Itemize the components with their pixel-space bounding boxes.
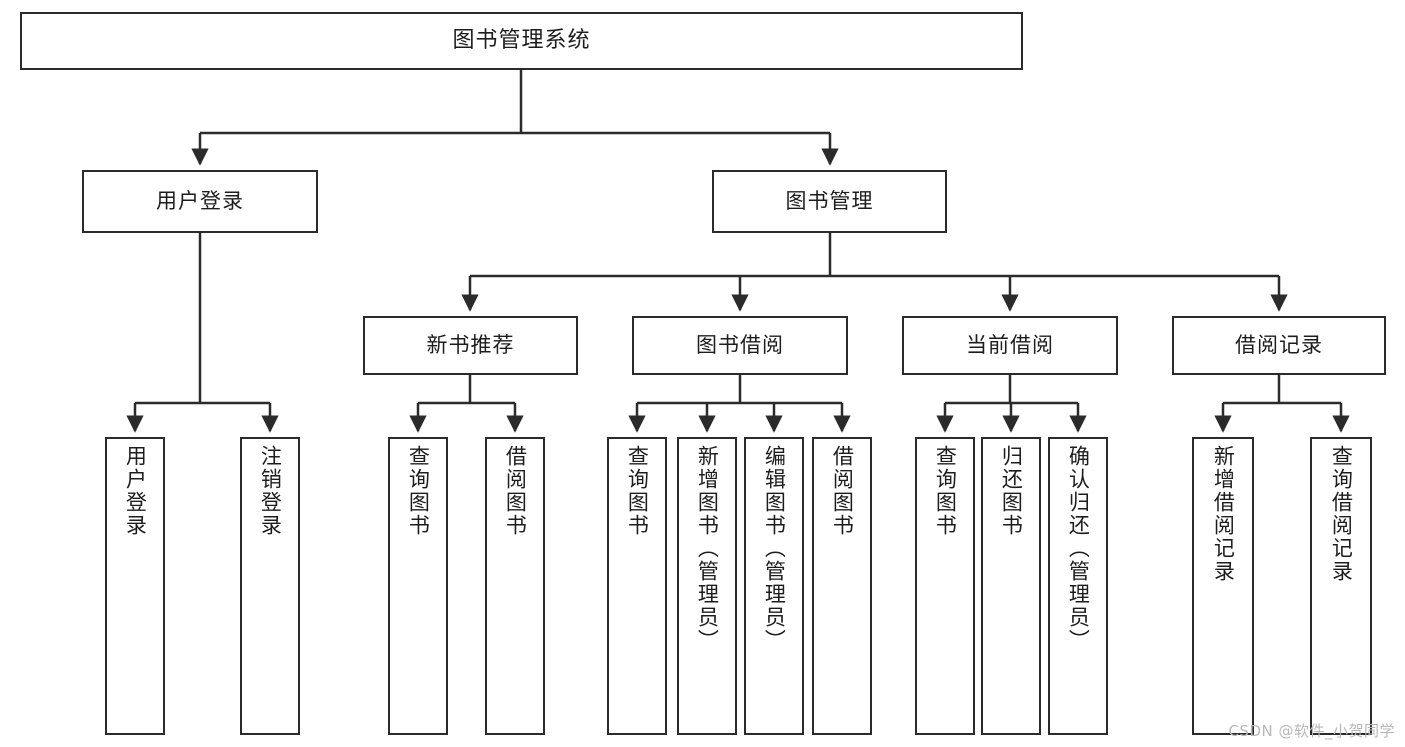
leaf-label: 查询图书 <box>625 445 650 537</box>
leaf-node[interactable]: 归还图书 <box>981 437 1041 735</box>
node-new-book-recommend[interactable]: 新书推荐 <box>363 316 578 375</box>
node-borrow-records[interactable]: 借阅记录 <box>1172 316 1386 375</box>
leaf-node[interactable]: 编辑图书（管理员） <box>744 437 804 735</box>
leaf-node[interactable]: 用户登录 <box>105 437 165 735</box>
node-borrow-records-label: 借阅记录 <box>1235 333 1323 358</box>
edges-records-to-leaves <box>1214 375 1350 433</box>
node-book-borrow-label: 图书借阅 <box>696 333 784 358</box>
leaf-node[interactable]: 新增借阅记录 <box>1192 437 1254 735</box>
leaf-node[interactable]: 借阅图书 <box>812 437 872 735</box>
node-book-management[interactable]: 图书管理 <box>712 170 947 233</box>
edges-root-to-level2 <box>191 70 839 166</box>
leaf-label: 查询图书 <box>406 445 431 537</box>
leaf-label: 新增借阅记录 <box>1211 445 1236 583</box>
edges-userlogin-to-leaves <box>126 233 279 433</box>
edges-current-to-leaves <box>936 375 1087 433</box>
leaf-node[interactable]: 查询借阅记录 <box>1310 437 1372 735</box>
leaf-label: 编辑图书（管理员） <box>762 445 787 652</box>
leaf-label: 新增图书（管理员） <box>695 445 720 652</box>
edges-bookmgmt-to-level3 <box>461 233 1288 312</box>
node-new-book-recommend-label: 新书推荐 <box>426 333 515 358</box>
leaf-node[interactable]: 查询图书 <box>915 437 975 735</box>
node-user-login[interactable]: 用户登录 <box>82 170 318 233</box>
leaf-label: 用户登录 <box>123 445 148 537</box>
leaf-node[interactable]: 新增图书（管理员） <box>677 437 737 735</box>
node-book-borrow[interactable]: 图书借阅 <box>632 316 848 375</box>
node-user-login-label: 用户登录 <box>156 189 244 214</box>
leaf-node[interactable]: 查询图书 <box>607 437 667 735</box>
edges-newbook-to-leaves <box>409 375 524 433</box>
leaf-label: 借阅图书 <box>503 445 528 537</box>
leaf-node[interactable]: 借阅图书 <box>485 437 545 735</box>
node-current-borrow[interactable]: 当前借阅 <box>902 316 1118 375</box>
leaf-label: 确认归还（管理员） <box>1066 445 1091 652</box>
leaf-label: 查询图书 <box>933 445 958 537</box>
node-book-management-label: 图书管理 <box>785 189 874 214</box>
leaf-label: 查询借阅记录 <box>1329 445 1354 583</box>
leaf-node[interactable]: 注销登录 <box>240 437 300 735</box>
leaf-label: 借阅图书 <box>830 445 855 537</box>
leaf-node[interactable]: 查询图书 <box>388 437 448 735</box>
node-root[interactable]: 图书管理系统 <box>20 12 1023 70</box>
node-current-borrow-label: 当前借阅 <box>966 333 1054 358</box>
leaf-label: 归还图书 <box>999 445 1024 537</box>
edges-borrow-to-leaves <box>628 375 851 433</box>
leaf-node[interactable]: 确认归还（管理员） <box>1048 437 1108 735</box>
leaf-label: 注销登录 <box>258 445 283 537</box>
node-root-label: 图书管理系统 <box>452 28 591 54</box>
watermark-text: CSDN @软件_小贺同学 <box>1228 722 1395 740</box>
